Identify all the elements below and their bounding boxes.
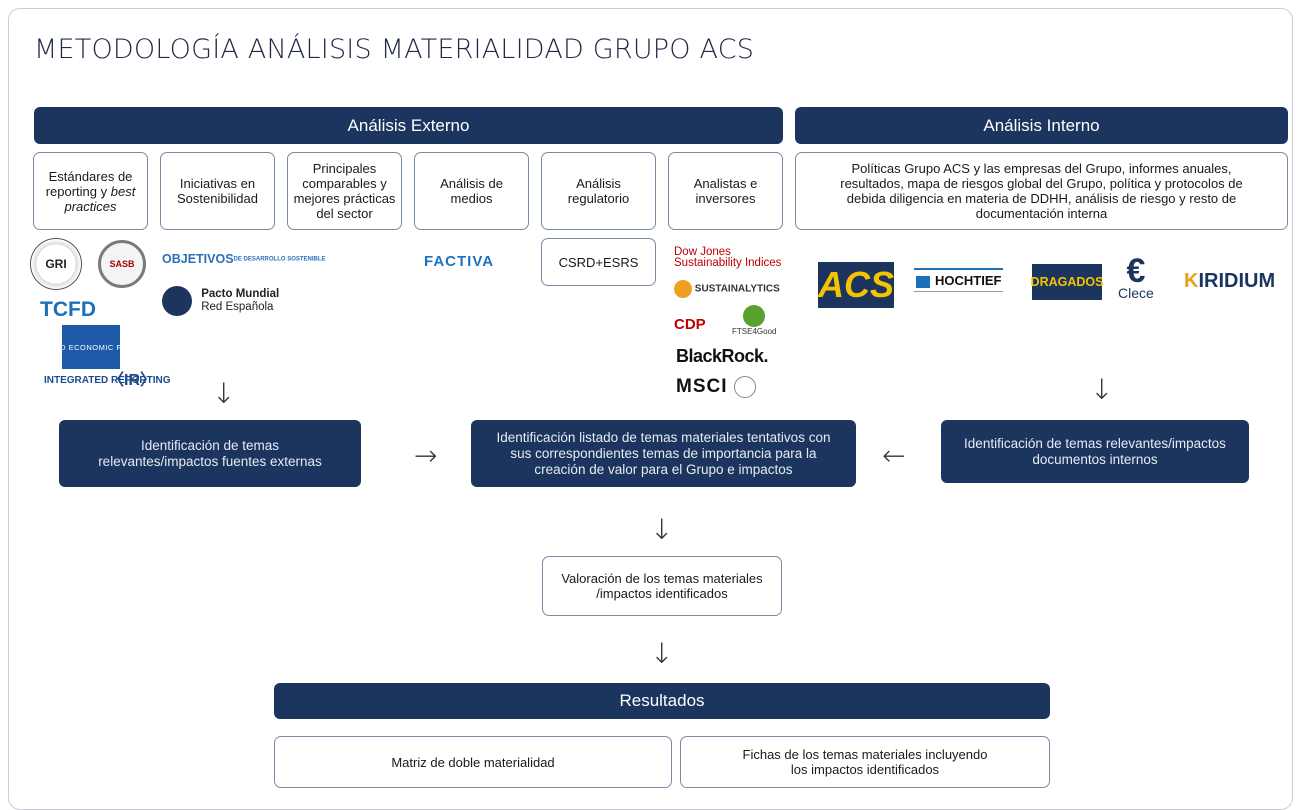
pacto-logo-sub: Red Española xyxy=(201,301,274,313)
dj-logo-sub: Sustainability Indices xyxy=(674,257,782,269)
process-temas-tentativos: Identificación listado de temas material… xyxy=(471,420,856,487)
factiva-logo-text: FACTIVA xyxy=(424,253,495,270)
blackrock-logo: BlackRock. xyxy=(676,346,769,367)
pacto-mundial-logo: Pacto Mundial Red Española xyxy=(162,286,279,316)
sustainalytics-icon xyxy=(674,280,692,298)
source-documentacion-interna: Políticas Grupo ACS y las empresas del G… xyxy=(795,152,1288,230)
sasb-logo-text: SASB xyxy=(109,259,135,269)
sasb-logo: SASB xyxy=(98,240,146,288)
arrow-left: ← xyxy=(882,439,906,472)
cdp-logo: CDP xyxy=(674,316,706,333)
header-analisis-interno: Análisis Interno xyxy=(795,107,1288,144)
header-resultados: Resultados xyxy=(274,683,1050,719)
sustainalytics-logo-text: SUSTAINALYTICS xyxy=(694,283,780,295)
dj-logo-text: Dow Jones xyxy=(674,246,731,258)
msci-logo: MSCI xyxy=(676,376,756,398)
dragados-logo: DRAGADOS xyxy=(1030,264,1104,300)
sustainalytics-logo: SUSTAINALYTICS xyxy=(674,280,780,298)
source-analisis-medios: Análisis de medios xyxy=(414,152,529,230)
result-matriz: Matriz de doble materialidad xyxy=(274,736,672,788)
source-label-italic: best practices xyxy=(64,183,136,214)
wef-logo-text: WORLD ECONOMIC FORUM xyxy=(35,342,147,352)
blackrock-logo-text: BlackRock. xyxy=(676,346,769,366)
regulatory-label: CSRD+ESRS xyxy=(558,254,639,270)
source-estandares-reporting: Estándares de reporting y best practices xyxy=(33,152,148,230)
result-fichas: Fichas de los temas materiales incluyend… xyxy=(680,736,1050,788)
page-title: METODOLOGÍA ANÁLISIS MATERIALIDAD GRUPO … xyxy=(34,34,755,65)
msci-globe-icon xyxy=(733,376,756,398)
process-temas-externos: Identificación de temas relevantes/impac… xyxy=(59,420,361,487)
source-label: Análisis de medios xyxy=(440,176,503,206)
acs-logo-text: ACS xyxy=(818,264,895,305)
msci-logo-text: MSCI xyxy=(676,376,728,398)
ods-logo: OBJETIVOSDE DESARROLLO SOSTENIBLE xyxy=(162,252,326,266)
ods-logo-sub: DE DESARROLLO SOSTENIBLE xyxy=(233,256,326,263)
valuation-label: Valoración de los temas materiales /impa… xyxy=(561,571,763,601)
tcfd-logo-text: TCFD xyxy=(40,298,96,321)
acs-logo: ACS xyxy=(818,262,894,308)
tcfd-logo: TCFD xyxy=(40,298,96,322)
gri-logo-text: GRI xyxy=(45,257,67,271)
gri-logo: GRI xyxy=(30,238,82,290)
process-valoracion: Valoración de los temas materiales /impa… xyxy=(542,556,782,616)
ftse-logo-text: FTSE4Good xyxy=(732,327,777,336)
cdp-logo-text: CDP xyxy=(674,316,706,333)
hochtief-icon xyxy=(916,275,930,288)
arrow-down-external: ↓ xyxy=(212,377,236,410)
arrow-right: → xyxy=(414,439,438,472)
dragados-logo-text: DRAGADOS xyxy=(1030,275,1104,289)
source-label: Iniciativas en Sostenibilidad xyxy=(177,176,258,206)
ftse-globe-icon xyxy=(743,305,766,327)
source-label: Análisis regulatorio xyxy=(567,176,630,206)
hochtief-logo-text: HOCHTIEF xyxy=(935,273,1002,288)
source-analisis-regulatorio: Análisis regulatorio xyxy=(541,152,656,230)
wef-logo: WORLD ECONOMIC FORUM xyxy=(36,325,146,369)
process-temas-internos: Identificación de temas relevantes/impac… xyxy=(941,420,1249,483)
iridium-k-icon: K xyxy=(1184,270,1199,292)
source-label: Analistas e inversores xyxy=(693,176,758,206)
regulatory-csrd-esrs: CSRD+ESRS xyxy=(541,238,656,286)
ods-logo-text: OBJETIVOS xyxy=(162,252,234,266)
source-iniciativas-sostenibilidad: Iniciativas en Sostenibilidad xyxy=(160,152,275,230)
factiva-logo: FACTIVA xyxy=(424,253,494,270)
arrow-down-tentative: ↓ xyxy=(650,513,674,546)
hochtief-logo: HOCHTIEF xyxy=(914,268,1004,292)
clece-logo-text: Clece xyxy=(1118,285,1154,301)
result-label: Fichas de los temas materiales incluyend… xyxy=(742,747,988,777)
iridium-logo: KIRIDIUM xyxy=(1184,270,1275,293)
result-label: Matriz de doble materialidad xyxy=(391,754,555,770)
source-label: Políticas Grupo ACS y las empresas del G… xyxy=(840,161,1243,221)
pacto-logo-text: Pacto Mundial xyxy=(201,288,280,300)
integrated-reporting-logo: INTEGRATED REPORTING〈IR〉 xyxy=(44,371,171,390)
header-analisis-externo: Análisis Externo xyxy=(34,107,783,144)
source-comparables-sector: Principales comparables y mejores prácti… xyxy=(287,152,402,230)
source-analistas-inversores: Analistas e inversores xyxy=(668,152,783,230)
clece-logo: € Clece xyxy=(1118,252,1154,301)
source-label: Principales comparables y mejores prácti… xyxy=(293,161,396,221)
un-globe-icon xyxy=(162,286,192,316)
arrow-down-internal: ↓ xyxy=(1090,373,1114,406)
clece-e-icon: € xyxy=(1126,252,1146,290)
source-label: Estándares de reporting y xyxy=(45,168,133,199)
arrow-down-valuation: ↓ xyxy=(650,637,674,670)
ir-mark: 〈IR〉 xyxy=(108,371,157,389)
iridium-logo-text: IRIDIUM xyxy=(1198,270,1276,292)
ir-logo-text: INTEGRATED REPORTING xyxy=(44,374,171,386)
ftse4good-logo: FTSE4Good xyxy=(732,305,776,336)
